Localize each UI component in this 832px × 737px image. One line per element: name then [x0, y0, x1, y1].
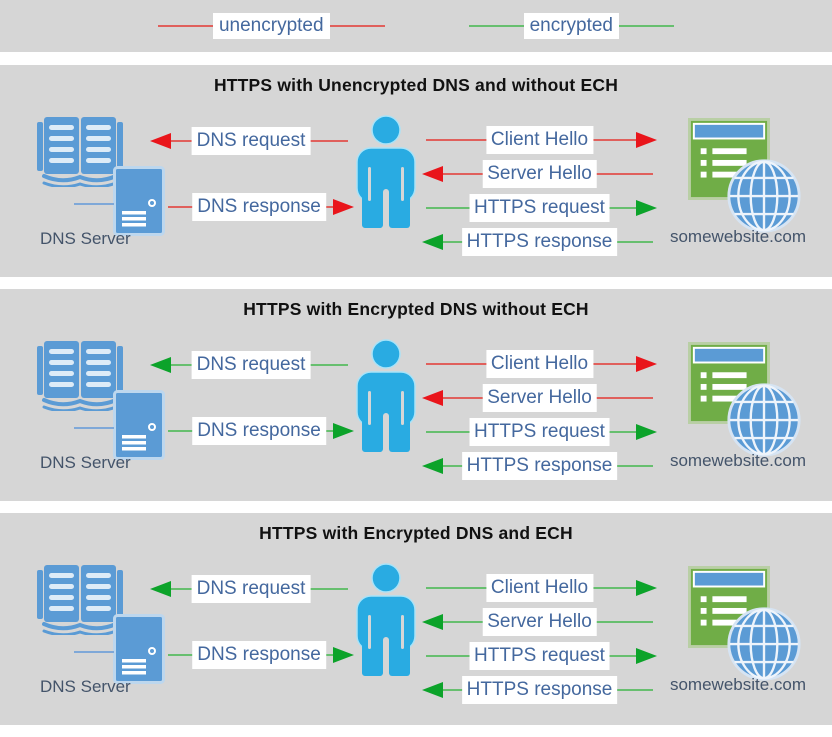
website-icon-group	[688, 566, 804, 684]
website-label: somewebsite.com	[669, 675, 807, 694]
legend: unencrypted encrypted	[0, 0, 832, 52]
arrowhead-icon	[150, 581, 171, 597]
server-icon	[112, 389, 166, 461]
open-book-icon	[36, 339, 124, 411]
website-label: somewebsite.com	[669, 227, 807, 246]
legend-line-icon	[468, 25, 524, 27]
book-server-connector	[74, 203, 114, 205]
dns-response-arrow: DNS response	[166, 417, 354, 445]
globe-icon	[726, 158, 802, 234]
https-response-arrow: HTTPS response	[422, 228, 655, 256]
panel-encrypted-dns-with-ech: HTTPS with Encrypted DNS and ECH DNS Ser…	[0, 513, 832, 725]
dns-server-label: DNS Server	[40, 677, 131, 696]
client-hello-arrow: Client Hello	[424, 126, 657, 154]
client-hello-arrow: Client Hello	[424, 574, 657, 602]
panel-encrypted-dns-no-ech: HTTPS with Encrypted DNS without ECH DNS…	[0, 289, 832, 501]
https-response-arrow: HTTPS response	[422, 676, 655, 704]
dns-server-label: DNS Server	[40, 229, 131, 248]
arrow-label: HTTPS response	[461, 452, 618, 480]
client-hello-arrow: Client Hello	[424, 350, 657, 378]
server-hello-arrow: Server Hello	[422, 608, 655, 636]
panel-title: HTTPS with Unencrypted DNS and without E…	[213, 75, 619, 95]
book-server-connector	[74, 651, 114, 653]
legend-label-unencrypted: unencrypted	[212, 13, 330, 39]
open-book-icon	[36, 115, 124, 187]
dns-request-arrow: DNS request	[150, 575, 350, 603]
arrowhead-icon	[422, 234, 443, 250]
arrowhead-icon	[636, 356, 657, 372]
https-response-arrow: HTTPS response	[422, 452, 655, 480]
https-request-arrow: HTTPS request	[424, 194, 657, 222]
https-request-arrow: HTTPS request	[424, 642, 657, 670]
legend-item-encrypted: encrypted	[468, 13, 675, 39]
legend-line-icon	[157, 25, 213, 27]
panel-unencrypted-dns-no-ech: HTTPS with Unencrypted DNS and without E…	[0, 65, 832, 277]
person-icon	[352, 563, 420, 677]
arrow-label: DNS response	[192, 193, 326, 221]
dns-request-arrow: DNS request	[150, 127, 350, 155]
legend-label-encrypted: encrypted	[523, 13, 620, 39]
legend-line-icon	[329, 25, 385, 27]
dns-response-arrow: DNS response	[166, 641, 354, 669]
server-hello-arrow: Server Hello	[422, 384, 655, 412]
arrowhead-icon	[333, 423, 354, 439]
arrowhead-icon	[422, 166, 443, 182]
open-book-icon	[36, 563, 124, 635]
dns-request-arrow: DNS request	[150, 351, 350, 379]
panel-title: HTTPS with Encrypted DNS without ECH	[243, 299, 589, 319]
globe-icon	[726, 382, 802, 458]
arrow-label: Server Hello	[482, 608, 597, 636]
arrowhead-icon	[636, 580, 657, 596]
arrowhead-icon	[422, 614, 443, 630]
arrowhead-icon	[422, 458, 443, 474]
arrow-label: DNS request	[191, 575, 311, 603]
dns-response-arrow: DNS response	[166, 193, 354, 221]
https-request-arrow: HTTPS request	[424, 418, 657, 446]
arrow-label: DNS response	[192, 417, 326, 445]
arrowhead-icon	[636, 132, 657, 148]
legend-item-unencrypted: unencrypted	[157, 13, 385, 39]
dns-server-label: DNS Server	[40, 453, 131, 472]
arrow-label: Server Hello	[482, 384, 597, 412]
person-icon	[352, 339, 420, 453]
arrow-label: Client Hello	[485, 126, 594, 154]
arrowhead-icon	[333, 647, 354, 663]
arrowhead-icon	[150, 357, 171, 373]
arrow-label: HTTPS request	[469, 194, 610, 222]
website-icon-group	[688, 118, 804, 236]
book-server-connector	[74, 427, 114, 429]
globe-icon	[726, 606, 802, 682]
website-icon-group	[688, 342, 804, 460]
arrow-label: Client Hello	[485, 350, 594, 378]
arrow-label: DNS request	[191, 127, 311, 155]
arrow-label: HTTPS response	[461, 228, 618, 256]
person-icon	[352, 115, 420, 229]
arrow-label: DNS request	[191, 351, 311, 379]
arrowhead-icon	[636, 648, 657, 664]
arrow-label: HTTPS response	[461, 676, 618, 704]
arrow-label: DNS response	[192, 641, 326, 669]
arrowhead-icon	[333, 199, 354, 215]
arrow-label: HTTPS request	[469, 642, 610, 670]
arrow-label: Server Hello	[482, 160, 597, 188]
server-icon	[112, 613, 166, 685]
arrow-label: HTTPS request	[469, 418, 610, 446]
arrowhead-icon	[636, 424, 657, 440]
arrowhead-icon	[422, 390, 443, 406]
arrow-label: Client Hello	[485, 574, 594, 602]
arrowhead-icon	[150, 133, 171, 149]
arrowhead-icon	[422, 682, 443, 698]
server-icon	[112, 165, 166, 237]
arrowhead-icon	[636, 200, 657, 216]
server-hello-arrow: Server Hello	[422, 160, 655, 188]
panel-title: HTTPS with Encrypted DNS and ECH	[259, 523, 573, 543]
website-label: somewebsite.com	[669, 451, 807, 470]
legend-line-icon	[619, 25, 675, 27]
